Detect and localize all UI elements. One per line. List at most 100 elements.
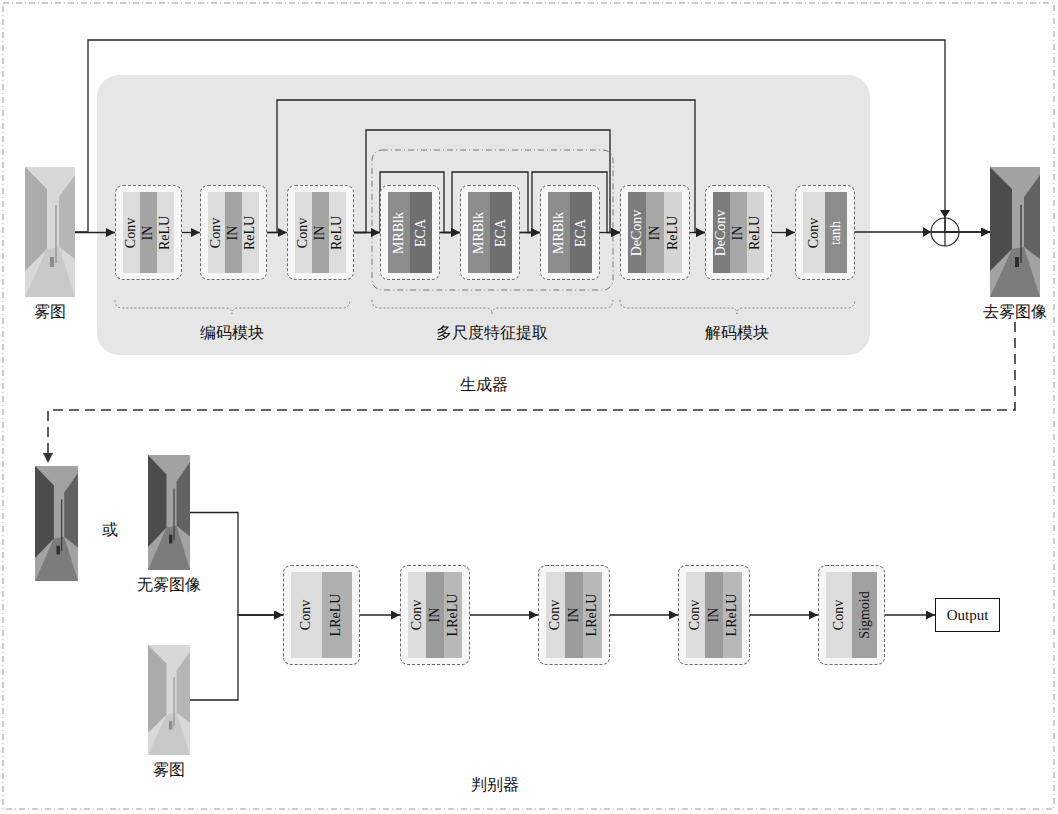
- layer-bar: ECA: [410, 192, 432, 273]
- layer-label: IN: [313, 225, 329, 240]
- caption: 去雾图像: [983, 302, 1047, 323]
- layer-label: Sigmoid: [856, 591, 872, 638]
- dehazed-image: [35, 466, 78, 581]
- connector: [610, 614, 678, 615]
- brace: [372, 300, 613, 314]
- arrowhead: [43, 453, 53, 463]
- hazy-image: [148, 645, 190, 755]
- image-node: 无雾图像: [148, 455, 190, 570]
- layer-label: Conv: [209, 217, 225, 247]
- layer-bar: LReLU: [723, 572, 742, 658]
- layer-block: Convtanh: [795, 185, 855, 280]
- layer-label: IN: [731, 225, 747, 240]
- layer-bar: tanh: [825, 192, 847, 273]
- output-label: Output: [947, 607, 989, 624]
- layer-label: Conv: [124, 217, 140, 247]
- generator-panel-fill: [97, 75, 870, 355]
- layer-bar: IN: [140, 192, 157, 273]
- layer-label: Conv: [296, 217, 312, 247]
- layer-block: ConvINReLU: [200, 185, 267, 280]
- layer-label: Conv: [409, 600, 425, 630]
- group-label: 多尺度特征提取: [436, 323, 548, 344]
- layer-label: tanh: [828, 220, 844, 244]
- image-node: 去雾图像: [990, 167, 1040, 297]
- layer-label: IN: [647, 225, 663, 240]
- layer-block: Conv Sigmoid: [818, 565, 885, 665]
- brace: [115, 300, 350, 314]
- connector: [190, 513, 283, 616]
- group-label: 编码模块: [200, 323, 264, 344]
- layer-block: Conv LReLU: [283, 565, 360, 665]
- layer-bar: Conv: [803, 192, 825, 273]
- connector: [182, 232, 200, 233]
- image-node: 雾图: [25, 167, 75, 297]
- layer-label: DeConv: [629, 209, 645, 256]
- layer-label: ReLU: [330, 215, 346, 249]
- layer-block: DeConvINReLU: [620, 185, 690, 280]
- layer-bar: IN: [225, 192, 242, 273]
- layer-label: Conv: [298, 600, 314, 630]
- layer-block: DeConvINReLU: [705, 185, 772, 280]
- caption: 雾图: [34, 302, 66, 323]
- layer-bar: IN: [565, 572, 584, 658]
- layer-bar: Conv: [291, 572, 322, 658]
- layer-bar: MRBlk: [388, 192, 410, 273]
- group-label: 判别器: [471, 775, 519, 796]
- brace: [620, 300, 855, 314]
- generator-panel: 生成器ConvINReLUConvINReLUConvINReLUMRBlkEC…: [97, 75, 870, 355]
- layer-bar: Conv: [123, 192, 140, 273]
- connector: [750, 614, 818, 615]
- caption: 无雾图像: [137, 575, 201, 596]
- layer-bar: LReLU: [322, 572, 353, 658]
- layer-bar: IN: [730, 192, 747, 273]
- layer-label: Conv: [547, 600, 563, 630]
- caption: 生成器: [460, 375, 508, 396]
- layer-label: LReLU: [445, 594, 461, 637]
- layer-bar: ECA: [490, 192, 512, 273]
- layer-label: DeConv: [714, 209, 730, 256]
- layer-block: ConvINReLU: [287, 185, 354, 280]
- layer-bar: LReLU: [583, 572, 602, 658]
- layer-bar: IN: [705, 572, 724, 658]
- layer-label: MRBlk: [471, 211, 487, 253]
- layer-block: MRBlkECA: [540, 185, 600, 280]
- connector: [772, 232, 795, 233]
- layer-bar: Conv: [208, 192, 225, 273]
- group-label: 解码模块: [705, 323, 769, 344]
- connector: [360, 614, 400, 615]
- connector: [885, 614, 935, 615]
- layer-bar: IN: [426, 572, 444, 658]
- layer-label: Conv: [831, 600, 847, 630]
- layer-block: ConvINLReLU: [678, 565, 750, 665]
- layer-bar: IN: [646, 192, 664, 273]
- layer-bar: Conv: [408, 572, 426, 658]
- layer-label: LReLU: [725, 594, 741, 637]
- layer-label: ECA: [413, 219, 429, 247]
- layer-bar: ECA: [570, 192, 592, 273]
- layer-bar: Conv: [686, 572, 705, 658]
- group-label: 或: [102, 520, 118, 541]
- layer-block: ConvINLReLU: [538, 565, 610, 665]
- layer-bar: ReLU: [664, 192, 682, 273]
- figure-border: [3, 3, 1054, 809]
- layer-bar: MRBlk: [468, 192, 490, 273]
- caption: 雾图: [153, 760, 185, 781]
- layer-bar: IN: [312, 192, 329, 273]
- layer-label: IN: [427, 608, 443, 623]
- dehazed-image: [990, 167, 1040, 297]
- layer-bar: DeConv: [713, 192, 730, 273]
- layer-bar: Conv: [546, 572, 565, 658]
- layer-label: ReLU: [665, 215, 681, 249]
- layer-bar: DeConv: [628, 192, 646, 273]
- layer-block: MRBlkECA: [460, 185, 520, 280]
- layer-block: ConvINReLU: [115, 185, 182, 280]
- layer-label: MRBlk: [391, 211, 407, 253]
- layer-label: IN: [706, 608, 722, 623]
- hazy-image: [25, 167, 75, 297]
- multiscale-group: [372, 150, 613, 290]
- layer-bar: ReLU: [242, 192, 259, 273]
- layer-bar: LReLU: [444, 572, 462, 658]
